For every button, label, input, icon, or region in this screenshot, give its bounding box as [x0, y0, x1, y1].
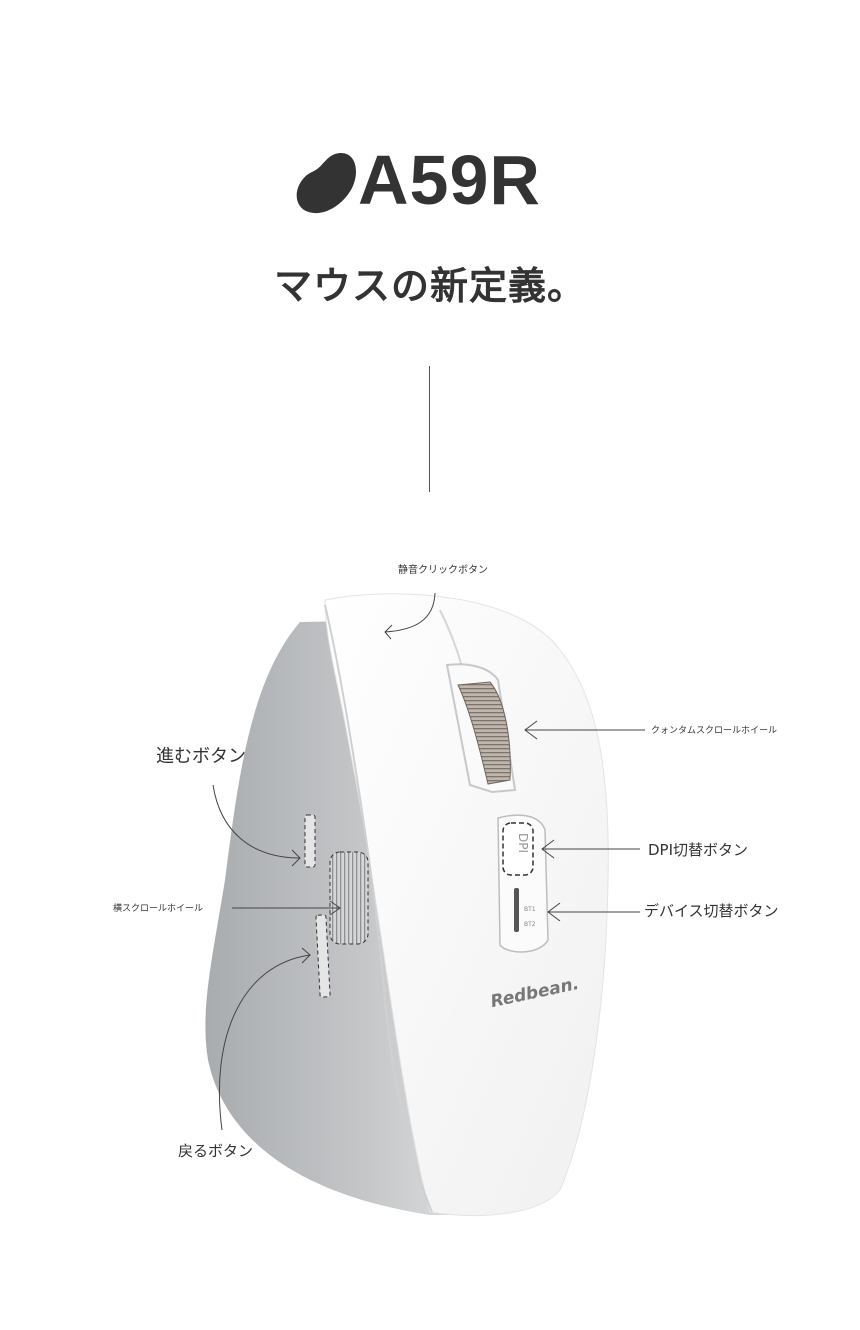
forward-button: [304, 814, 316, 868]
bean-logo-icon: [296, 152, 356, 214]
tagline: マウスの新定義。: [273, 263, 586, 308]
back-arrow: [218, 947, 311, 1131]
mouse-shell: [324, 593, 609, 1216]
back-button-label: 戻るボタン: [178, 1142, 254, 1160]
back-button: [315, 914, 331, 998]
quantum-scroll-label: クォンタムスクロールホイール: [651, 726, 778, 736]
silent-click-label: 静音クリックボタン: [398, 565, 488, 576]
model-name: A59R: [358, 141, 541, 219]
dpi-arrow: [541, 839, 640, 859]
quantum-scroll-arrow: [524, 720, 645, 740]
bt2-label: BT2: [524, 921, 536, 928]
device-indicator: [514, 888, 519, 932]
horizontal-scroll-label: 横スクロールホイール: [113, 904, 204, 914]
horizontal-scroll-arrow: [232, 900, 341, 916]
horizontal-scroll-wheel: [329, 851, 369, 945]
silent-click-arrow: [384, 592, 436, 640]
brand-logo: A59R: [296, 141, 586, 222]
forward-arrow: [212, 784, 301, 867]
dpi-switch-label: DPI切替ボタン: [648, 841, 749, 859]
dpi-button: [502, 822, 534, 876]
forward-button-label: 進むボタン: [156, 746, 246, 767]
device-switch-label: デバイス切替ボタン: [644, 902, 779, 920]
bt1-label: BT1: [524, 906, 536, 913]
dpi-button-label: DPI: [516, 833, 530, 854]
divider-line: [429, 366, 430, 492]
quantum-scroll-wheel: [457, 681, 511, 785]
device-switch-arrow: [547, 902, 640, 922]
